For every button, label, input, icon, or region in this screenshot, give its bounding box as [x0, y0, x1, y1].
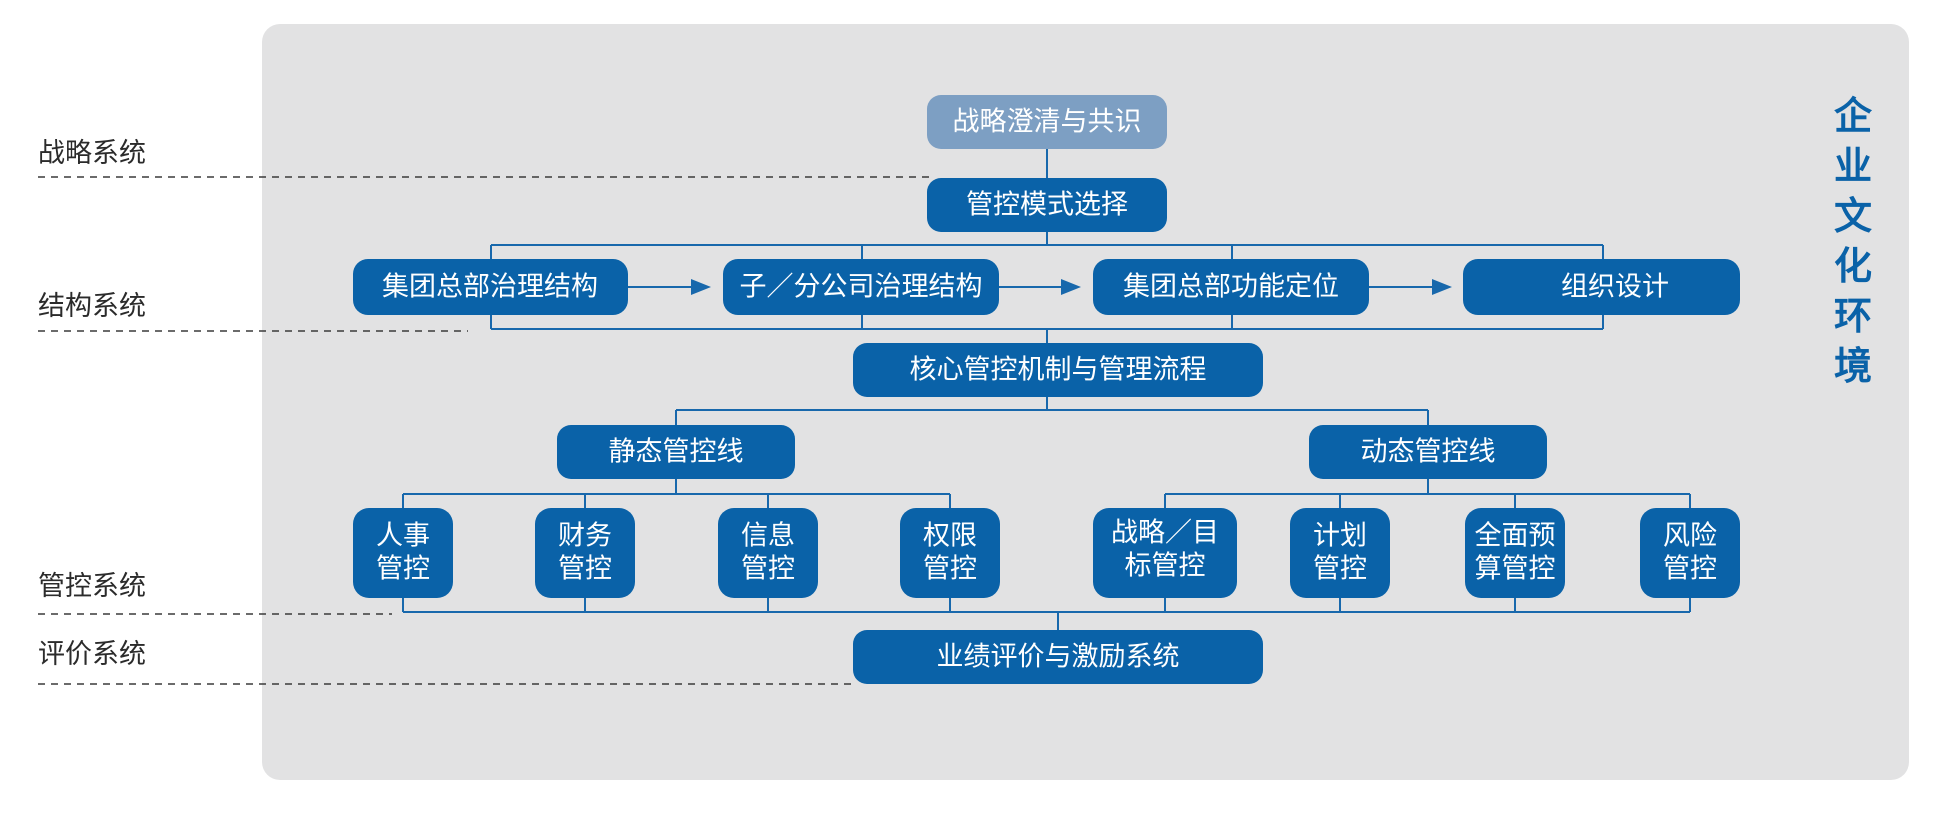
node-authority-control: 权限 管控 [900, 508, 1000, 598]
node-label-line-2: 管控 [558, 554, 612, 585]
node-box [535, 508, 635, 598]
structure-arrows [628, 279, 1452, 295]
node-label-line-1: 财务 [558, 521, 612, 552]
node-label: 管控模式选择 [966, 190, 1128, 221]
node-box [353, 508, 453, 598]
diagram-nodes: 战略澄清与共识 管控模式选择 集团总部治理结构 子／分公司治理结构 集团总部功能… [353, 95, 1740, 684]
node-performance-incentive: 业绩评价与激励系统 [853, 630, 1263, 684]
node-label: 组织设计 [1561, 272, 1669, 303]
node-control-mode-selection: 管控模式选择 [927, 178, 1167, 232]
system-labels: 战略系统 结构系统 管控系统 评价系统 [38, 138, 146, 670]
node-label-line-2: 管控 [376, 554, 430, 585]
node-static-control-line: 静态管控线 [557, 425, 795, 479]
strategy-system-label: 战略系统 [38, 138, 146, 169]
control-system-label: 管控系统 [38, 571, 146, 602]
node-label: 静态管控线 [609, 437, 744, 468]
node-box [927, 178, 1167, 232]
structure-system-label: 结构系统 [38, 291, 146, 322]
node-label-line-1: 全面预 [1475, 521, 1556, 552]
node-risk-control: 风险 管控 [1640, 508, 1740, 598]
node-strategy-goal-control: 战略／目 标管控 [1093, 508, 1237, 598]
node-label-line-1: 计划 [1313, 521, 1367, 552]
node-hq-governance: 集团总部治理结构 [353, 259, 628, 315]
node-finance-control: 财务 管控 [535, 508, 635, 598]
node-box [1463, 259, 1740, 315]
system-separators [38, 176, 930, 685]
node-box [1290, 508, 1390, 598]
arrow-head-2 [1061, 279, 1081, 295]
node-label: 集团总部功能定位 [1123, 272, 1339, 303]
culture-char: 化 [1834, 244, 1872, 288]
node-hq-function: 集团总部功能定位 [1093, 259, 1369, 315]
arrow-head-1 [691, 279, 711, 295]
node-label-line-2: 管控 [923, 554, 977, 585]
node-plan-control: 计划 管控 [1290, 508, 1390, 598]
node-label: 集团总部治理结构 [382, 272, 598, 303]
node-budget-control: 全面预 算管控 [1465, 508, 1565, 598]
corporate-culture-label: 企 业 文 化 环 境 [1834, 94, 1873, 388]
node-label: 战略澄清与共识 [953, 107, 1142, 138]
node-label: 动态管控线 [1361, 437, 1496, 468]
node-box [853, 343, 1263, 397]
arrow-head-3 [1432, 279, 1452, 295]
culture-char: 企 [1834, 94, 1873, 138]
node-label-line-1: 权限 [923, 521, 977, 552]
node-label-line-2: 管控 [1313, 554, 1367, 585]
node-box [557, 425, 795, 479]
node-box [1640, 508, 1740, 598]
node-subsidiary-governance: 子／分公司治理结构 [723, 259, 999, 315]
node-core-mechanism: 核心管控机制与管理流程 [853, 343, 1263, 397]
node-box [1309, 425, 1547, 479]
node-dynamic-control-line: 动态管控线 [1309, 425, 1547, 479]
culture-char: 业 [1834, 144, 1872, 188]
evaluation-system-label: 评价系统 [38, 639, 146, 670]
node-box [1093, 259, 1369, 315]
node-label-line-1: 战略／目 [1111, 518, 1219, 549]
node-box [853, 630, 1263, 684]
node-box [1465, 508, 1565, 598]
node-hr-control: 人事 管控 [353, 508, 453, 598]
culture-char: 境 [1834, 344, 1872, 388]
node-org-design: 组织设计 [1463, 259, 1740, 315]
node-label: 业绩评价与激励系统 [937, 642, 1180, 673]
node-box [353, 259, 628, 315]
node-box [900, 508, 1000, 598]
node-label-line-2: 标管控 [1125, 551, 1206, 582]
node-strategy-clarification: 战略澄清与共识 [927, 95, 1167, 149]
culture-char: 环 [1834, 294, 1872, 338]
connector-lines [402, 149, 1691, 630]
node-label: 核心管控机制与管理流程 [910, 355, 1207, 386]
node-label-line-1: 人事 [376, 521, 430, 552]
node-box [723, 259, 999, 315]
node-label-line-2: 算管控 [1475, 554, 1556, 585]
node-label-line-1: 风险 [1663, 521, 1717, 552]
node-label-line-1: 信息 [741, 521, 795, 552]
node-label: 子／分公司治理结构 [740, 272, 983, 303]
node-box [718, 508, 818, 598]
culture-char: 文 [1834, 194, 1872, 238]
node-box [927, 95, 1167, 149]
node-label-line-2: 管控 [1663, 554, 1717, 585]
node-info-control: 信息 管控 [718, 508, 818, 598]
node-box [1093, 508, 1237, 598]
node-label-line-2: 管控 [741, 554, 795, 585]
